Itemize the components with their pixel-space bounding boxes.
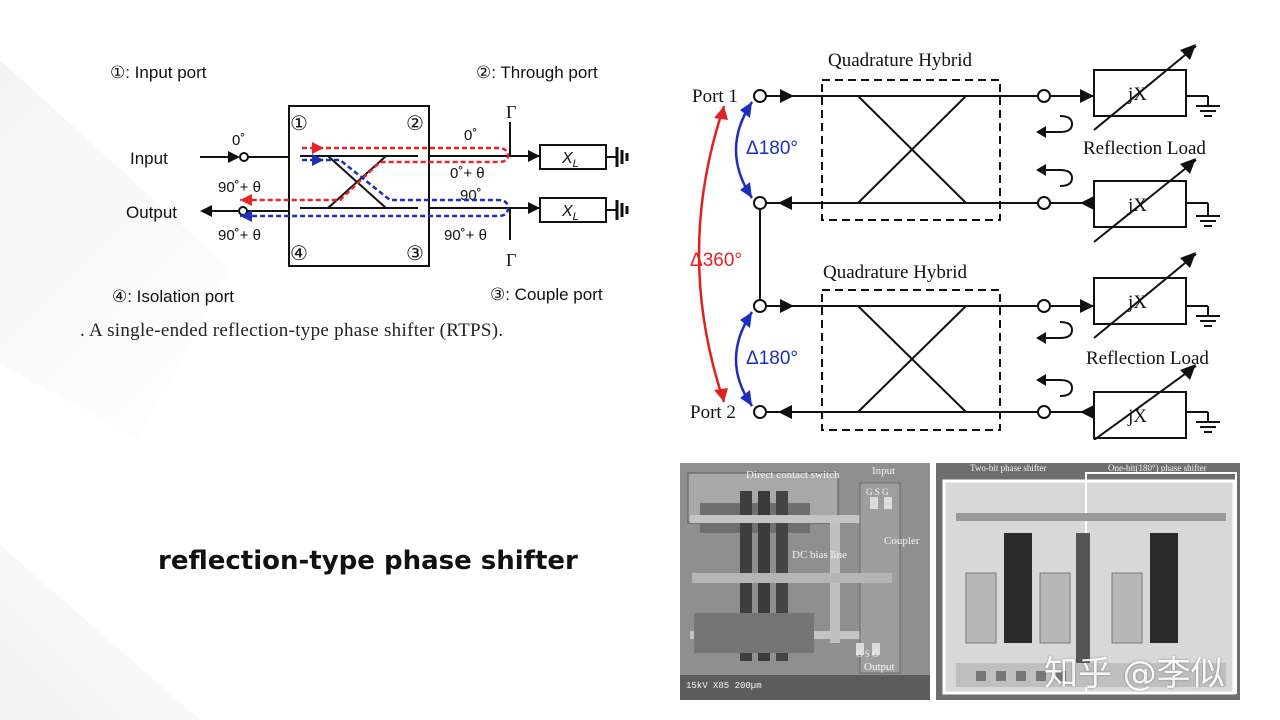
photo-label-gsg-top: G S G xyxy=(866,487,889,497)
hybrid-box-bottom xyxy=(821,289,1001,431)
port1-label: Port 1 xyxy=(692,86,738,107)
couple-phase: 90˚ xyxy=(460,187,482,204)
mid-node-top xyxy=(753,196,767,210)
couple-port-label: ③: Couple port xyxy=(490,285,603,304)
svg-text:XL: XL xyxy=(561,150,579,170)
input-arrow xyxy=(228,151,240,163)
photo-label-one-bit: One-bit(180°) phase shifter xyxy=(1108,463,1207,473)
figure-caption: . A single-ended reflection-type phase s… xyxy=(80,320,504,341)
input-label: Input xyxy=(130,149,168,168)
gamma-bottom: Γ xyxy=(506,250,516,270)
watermark: 知乎 @李似 xyxy=(1044,654,1225,694)
input-phase: 0˚ xyxy=(232,132,245,149)
output-phase-red: 90˚+ θ xyxy=(218,179,261,196)
reflection-load-bottom: Reflection Load xyxy=(1086,348,1209,369)
slide-title: reflection-type phase shifter xyxy=(158,546,578,576)
photo-scale-bar: 15kV X85 200µm xyxy=(686,681,762,691)
output-phase-blue: 90˚+ θ xyxy=(218,227,261,244)
mid-node-bottom xyxy=(753,299,767,313)
reflection-load-top: Reflection Load xyxy=(1083,138,1206,159)
hybrid-label-top: Quadrature Hybrid xyxy=(828,50,973,71)
delta-360-label: Δ360° xyxy=(690,250,742,271)
photo-label-two-bit: Two-bit phase shifter xyxy=(970,463,1047,473)
blue-signal-path xyxy=(240,158,510,218)
rtps-diagram: ①: Input port ②: Through port ④: Isolati… xyxy=(110,63,629,306)
through-phase: 0˚ xyxy=(464,127,477,144)
photo-label-input: Input xyxy=(872,465,896,477)
balanced-rtps-diagram: Quadrature Hybrid Port 1 jX Reflection L… xyxy=(690,44,1220,440)
corner-number-1: ① xyxy=(290,113,308,135)
photo-label-output: Output xyxy=(864,661,895,673)
photo-label-dc-bias: DC bias line xyxy=(792,549,847,561)
photo-label-coupler: Coupler xyxy=(884,535,920,547)
coupler-box xyxy=(288,105,430,267)
couple-phase-reflected: 90˚+ θ xyxy=(444,227,487,244)
through-phase-reflected: 0˚+ θ xyxy=(450,165,485,182)
chip-photo-right: Two-bit phase shifter One-bit(180°) phas… xyxy=(936,463,1240,700)
delta-180-label-bottom: Δ180° xyxy=(746,348,798,369)
input-terminal xyxy=(239,152,249,162)
delta-180-label-top: Δ180° xyxy=(746,138,798,159)
photo-label-gsg-bottom: G S G xyxy=(856,649,879,659)
chip-micrograph-left: Direct contact switch Input G S G DC bia… xyxy=(680,463,930,700)
output-arrow xyxy=(200,205,212,217)
isolation-port-label: ④: Isolation port xyxy=(112,287,234,306)
corner-number-2: ② xyxy=(406,113,424,135)
photo-label-switch: Direct contact switch xyxy=(746,469,840,481)
port2-label: Port 2 xyxy=(690,402,736,423)
corner-number-4: ④ xyxy=(290,243,308,265)
jx-load-4 xyxy=(1093,391,1187,439)
port1-terminal xyxy=(753,89,767,103)
gamma-top: Γ xyxy=(506,102,516,122)
through-port-label: ②: Through port xyxy=(476,63,598,82)
port2-terminal xyxy=(753,405,767,419)
red-signal-path xyxy=(240,146,510,202)
svg-text:XL: XL xyxy=(561,203,579,223)
hybrid-label-bottom: Quadrature Hybrid xyxy=(823,262,968,283)
hybrid-box-top xyxy=(821,79,1001,221)
input-port-label: ①: Input port xyxy=(110,63,207,82)
corner-number-3: ③ xyxy=(406,243,424,265)
output-label: Output xyxy=(126,203,177,222)
delta-360-arc xyxy=(697,105,726,403)
